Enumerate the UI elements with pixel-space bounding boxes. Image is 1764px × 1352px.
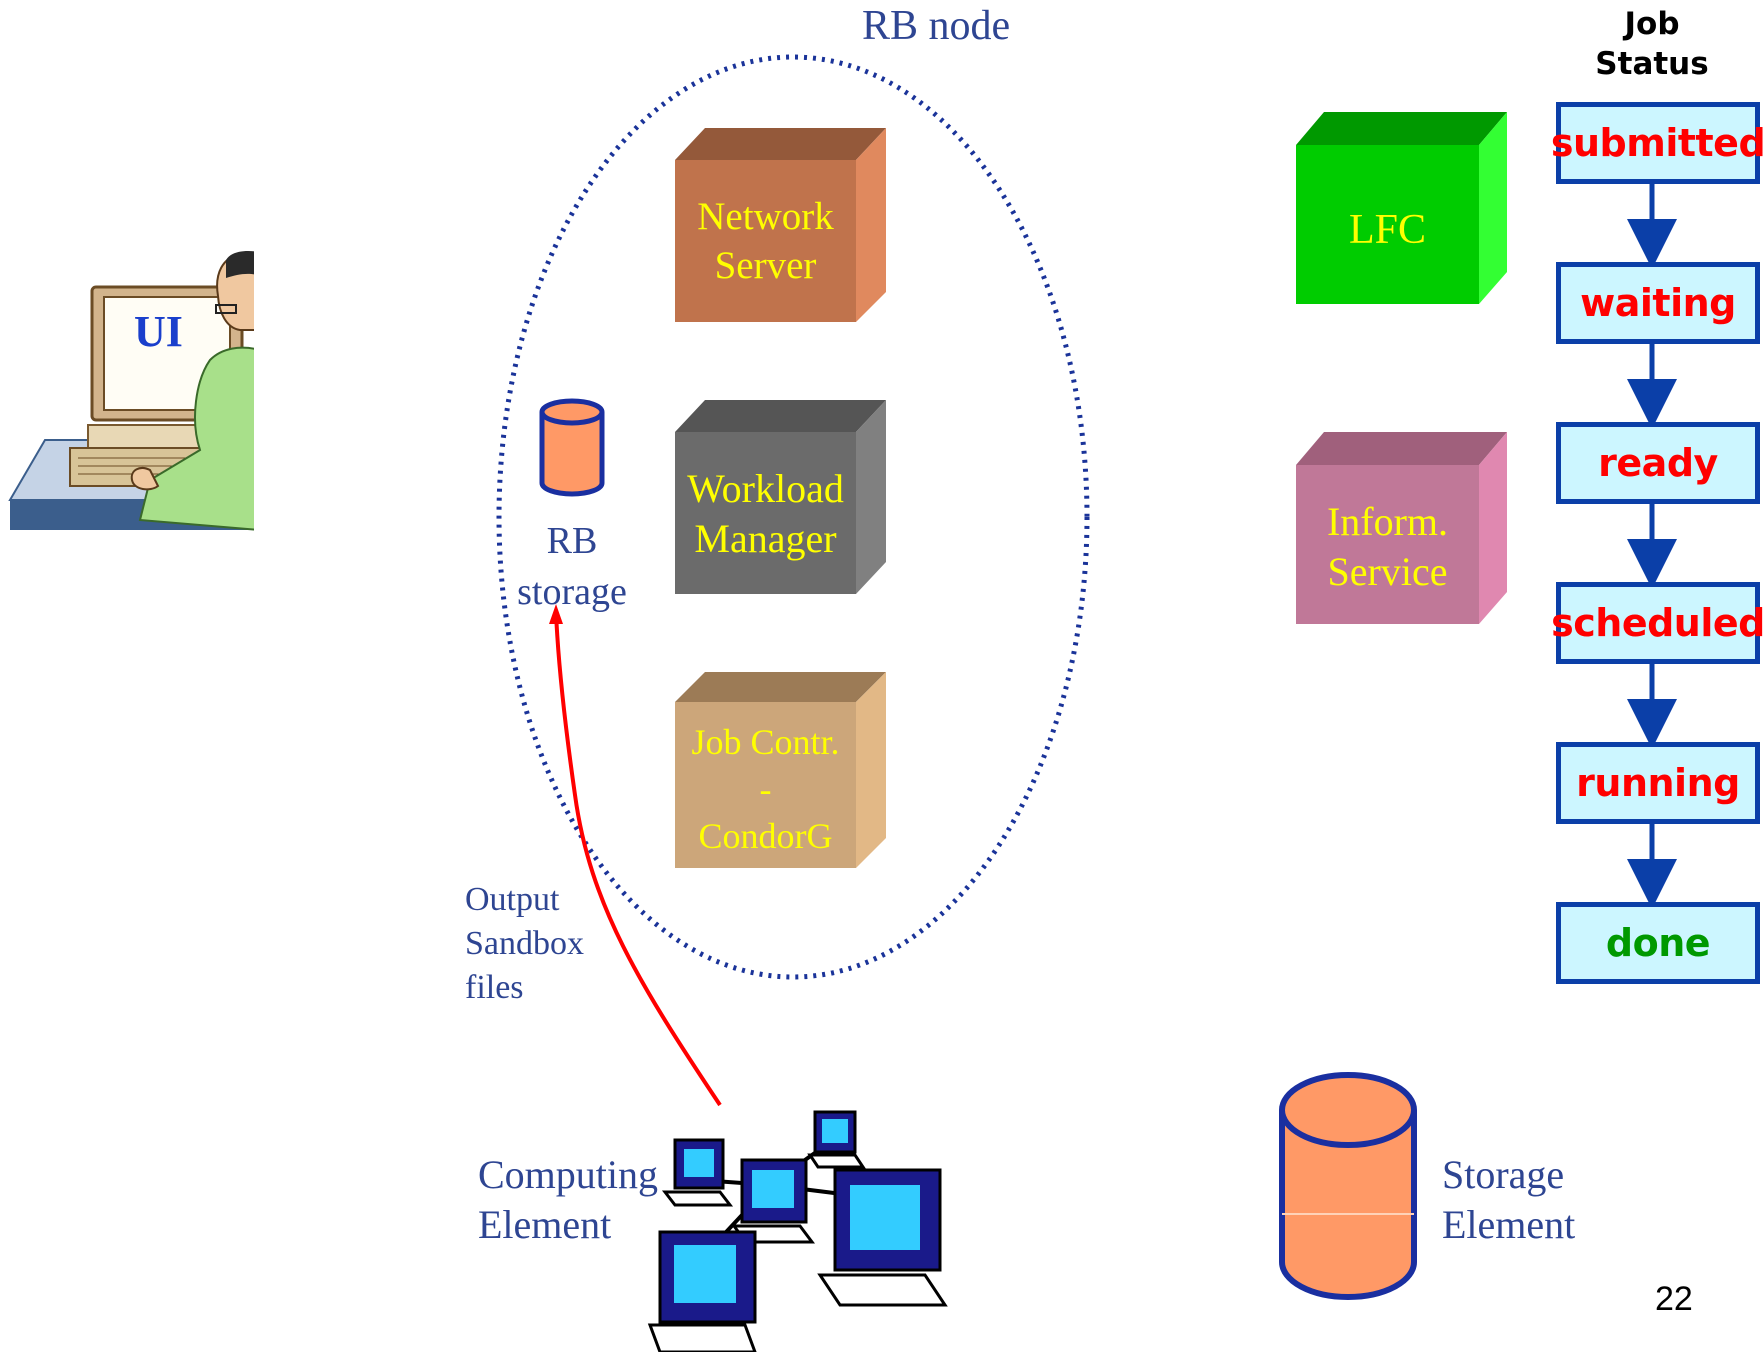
user-at-computer-icon [8,240,264,540]
output-sandbox-label: Output Sandbox files [465,878,584,1011]
info-service-label-line1: Inform. [1326,499,1449,544]
status-label: running [1576,761,1740,805]
computing-element-label-line2: Element [478,1202,612,1247]
lfc-box [1296,112,1507,304]
output-sandbox-arrow [549,604,722,1107]
storage-element-label-line1: Storage [1442,1152,1565,1197]
job-controller-label: Job Contr. - CondorG [670,719,861,859]
status-scheduled: scheduled [1551,582,1764,664]
job-controller-label-line3: CondorG [698,815,833,856]
page-number: 22 [1655,1280,1693,1318]
job-controller-box [675,672,886,868]
workload-manager-label: Workload Manager [670,464,861,564]
info-service-box [1296,432,1507,624]
status-label: ready [1598,441,1718,485]
status-waiting: waiting [1556,262,1760,344]
network-server-box [675,128,886,322]
storage-element-label: Storage Element [1442,1150,1575,1250]
status-label: waiting [1580,281,1736,325]
rb-storage-label-line1: RB [546,520,598,562]
job-status-title: Job Status [1582,4,1722,85]
ui-label: UI [134,307,183,356]
output-sandbox-label-line3: files [465,969,524,1007]
status-running: running [1556,742,1760,824]
storage-element-cylinder [1279,1072,1417,1300]
status-submitted: submitted [1551,102,1764,184]
job-status-title-line2: Status [1595,46,1709,83]
network-server-label-line2: Server [714,243,817,287]
workload-manager-label-line2: Manager [694,516,837,561]
output-sandbox-label-line1: Output [465,881,560,918]
info-service-label: Inform. Service [1296,497,1479,597]
info-service-label-line2: Service [1327,549,1448,594]
status-label: submitted [1550,121,1764,165]
rb-node-boundary [496,54,1090,980]
output-sandbox-label-line2: Sandbox [465,925,584,963]
rb-storage-cylinder [539,398,605,497]
rb-storage-label: RB storage [502,516,642,619]
workload-manager-label-line1: Workload [687,466,844,511]
rb-storage-label-line2: storage [517,571,627,614]
lfc-label: LFC [1348,207,1427,253]
network-server-label-line1: Network [697,195,834,238]
status-label: done [1605,921,1711,965]
job-status-title-line1: Job [1624,6,1680,42]
computing-element-label-line1: Computing [478,1152,659,1197]
computing-element-label: Computing Element [478,1150,658,1250]
job-controller-label-line2: - [759,768,772,809]
network-server-label: Network Server [675,193,856,291]
storage-element-label-line2: Element [1442,1202,1576,1247]
workload-manager-box [675,400,886,594]
computing-element-network-icon [647,1110,948,1352]
status-label: scheduled [1551,601,1764,645]
status-done: done [1556,902,1760,984]
rb-node-label: RB node [862,3,1011,49]
status-ready: ready [1556,422,1760,504]
job-controller-label-line1: Job Contr. [691,722,840,762]
